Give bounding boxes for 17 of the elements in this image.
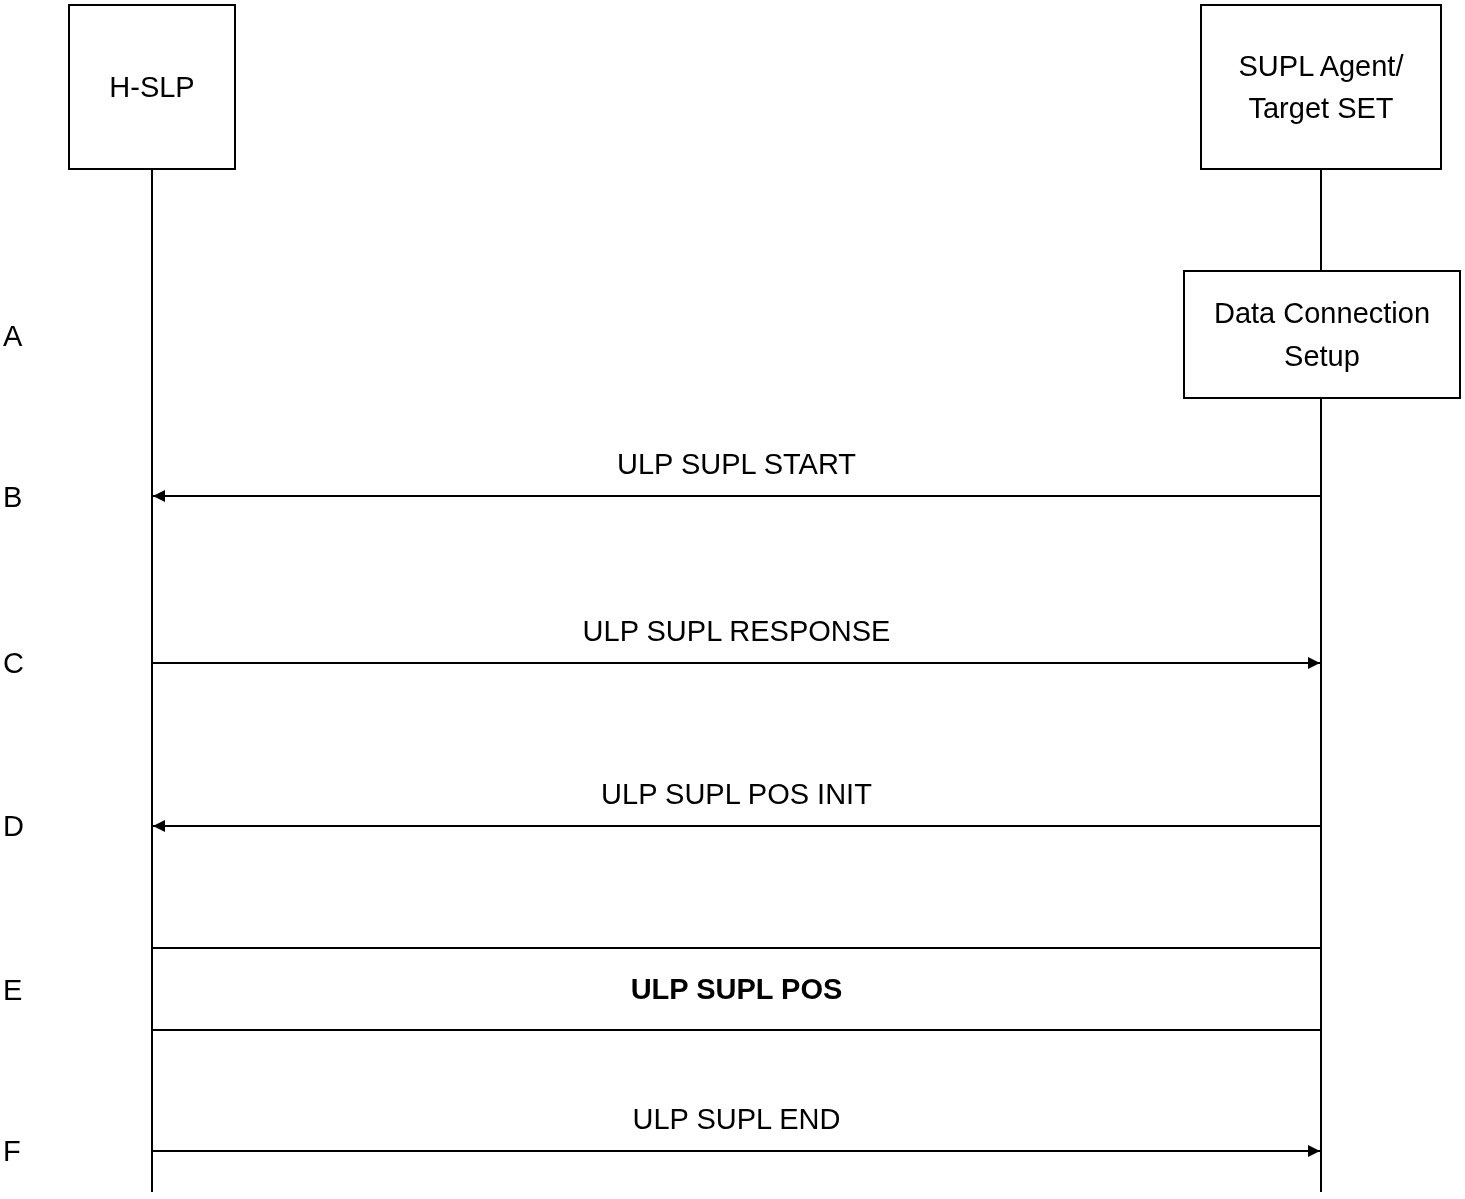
step-letter: C bbox=[3, 646, 24, 680]
message-arrow bbox=[152, 1145, 1321, 1157]
lifeline bbox=[151, 170, 153, 1192]
message-band: ULP SUPL POS bbox=[153, 947, 1320, 1031]
message-arrow bbox=[152, 820, 1321, 832]
participant-box: Data Connection Setup bbox=[1183, 270, 1461, 399]
message-arrow bbox=[152, 490, 1321, 502]
lifeline bbox=[1320, 399, 1322, 1192]
step-letter: E bbox=[3, 973, 23, 1007]
step-letter: F bbox=[3, 1134, 21, 1168]
step-letter: D bbox=[3, 809, 24, 843]
lifeline-segment bbox=[1320, 169, 1322, 271]
participant-box: SUPL Agent/ Target SET bbox=[1200, 4, 1442, 170]
message-arrow bbox=[152, 657, 1321, 669]
step-letter: A bbox=[3, 319, 23, 353]
step-letter: B bbox=[3, 480, 23, 514]
participant-box: H-SLP bbox=[68, 4, 236, 170]
